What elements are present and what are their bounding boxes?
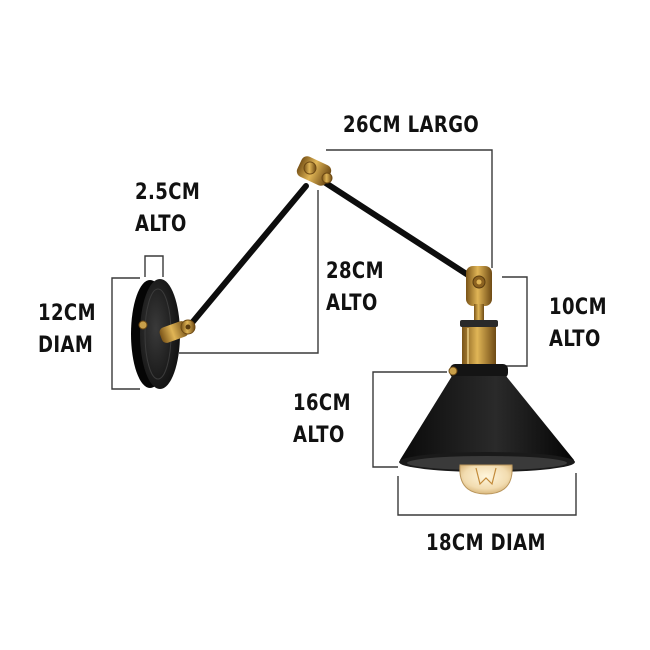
label-base-diam: 12CM DIAM <box>38 298 96 362</box>
base-diam-value: 12CM <box>38 301 96 326</box>
joint-height-unit: ALTO <box>549 327 601 352</box>
elbow-joint <box>296 156 333 186</box>
upper-arm <box>315 175 471 278</box>
dim-line-base-diam <box>111 277 140 390</box>
dim-line-arm-height <box>179 190 319 354</box>
label-width-largo: 26CM LARGO <box>343 110 479 142</box>
dim-line-shade-diam <box>397 473 577 516</box>
label-shade-height: 16CM ALTO <box>293 388 351 452</box>
base-joint <box>159 319 196 343</box>
shade-joint <box>466 266 492 322</box>
lamp-shade <box>399 364 575 472</box>
dimension-lines <box>111 149 577 516</box>
arm-height-value: 28CM <box>326 259 384 284</box>
light-bulb <box>459 464 513 495</box>
label-arm-height: 28CM ALTO <box>326 256 384 320</box>
dim-line-joint-height <box>502 276 528 367</box>
arm-height-unit: ALTO <box>326 291 378 316</box>
shade-diam-text: 18CM DIAM <box>426 531 546 556</box>
label-joint-height: 10CM ALTO <box>549 292 607 356</box>
joint-height-value: 10CM <box>549 295 607 320</box>
dim-line-shade-height <box>372 371 447 468</box>
shade-height-unit: ALTO <box>293 423 345 448</box>
shade-height-value: 16CM <box>293 391 351 416</box>
width-largo-text: 26CM LARGO <box>343 113 480 138</box>
lower-arm <box>183 183 309 333</box>
bulb-socket <box>460 320 498 368</box>
label-shade-diam: 18CM DIAM <box>426 528 546 560</box>
base-diam-unit: DIAM <box>38 333 94 358</box>
label-mount-height: 2.5CM ALTO <box>135 177 200 241</box>
mount-height-unit: ALTO <box>135 212 187 237</box>
dim-line-width-largo <box>326 149 493 268</box>
mount-height-value: 2.5CM <box>135 180 201 205</box>
dim-line-mount-height <box>144 255 164 277</box>
